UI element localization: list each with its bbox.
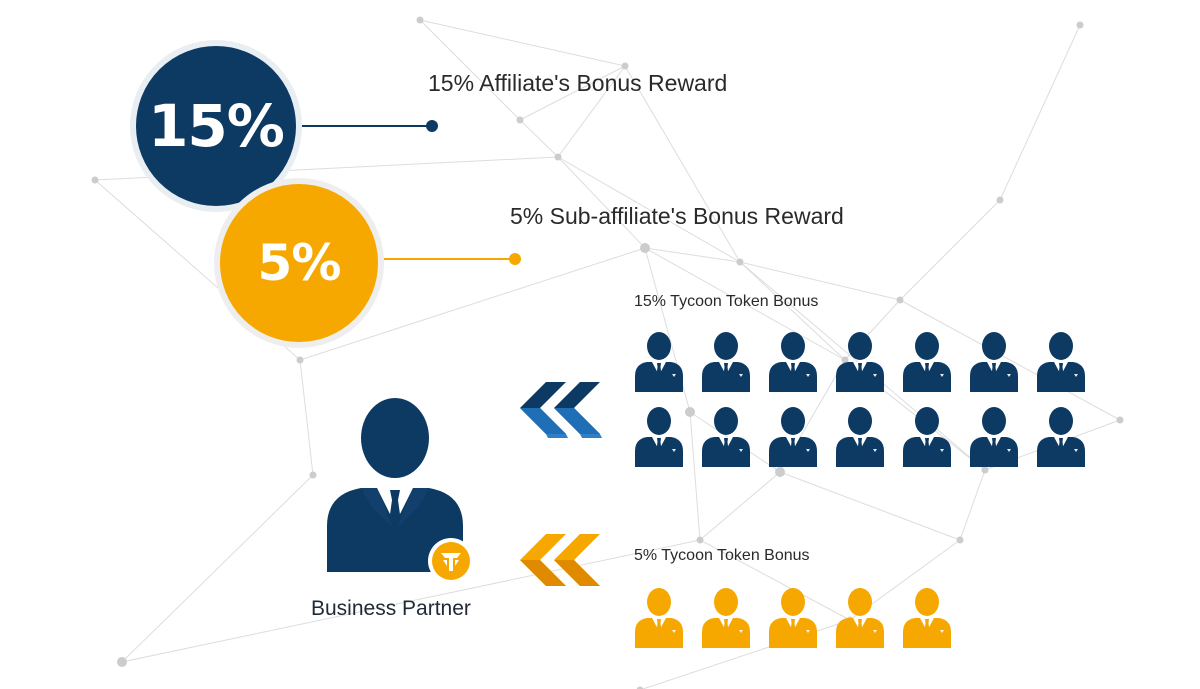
token-bonus-15-label: 15% Tycoon Token Bonus (634, 293, 819, 310)
network-node (636, 686, 644, 689)
network-line (121, 539, 701, 663)
network-line (121, 474, 314, 663)
person-icon (835, 330, 885, 397)
person-icon (701, 405, 751, 472)
person-icon (969, 405, 1019, 472)
network-line (699, 539, 851, 621)
network-line (419, 19, 626, 67)
sub-affiliate-percent-circle: 5% (214, 178, 384, 348)
network-node (841, 356, 849, 364)
network-node (621, 62, 629, 70)
network-line (557, 65, 626, 158)
network-node (640, 243, 650, 253)
affiliate-connector-dot (426, 120, 438, 132)
network-line (299, 247, 646, 361)
network-node (1076, 21, 1084, 29)
network-line (519, 65, 626, 121)
person-icon (969, 330, 1019, 397)
network-node (91, 176, 99, 184)
network-line (557, 156, 741, 263)
sub-affiliate-reward-label: 5% Sub-affiliate's Bonus Reward (510, 203, 844, 229)
network-node (516, 116, 524, 124)
person-icon (634, 330, 684, 397)
network-line (699, 471, 781, 541)
person-icon (768, 586, 818, 653)
network-line (959, 469, 986, 541)
person-icon (835, 586, 885, 653)
network-node (296, 356, 304, 364)
person-icon (701, 330, 751, 397)
person-icon (902, 405, 952, 472)
network-line (689, 411, 701, 541)
network-line (899, 199, 1001, 301)
person-icon (902, 586, 952, 653)
network-node (696, 536, 704, 544)
person-icon (701, 586, 751, 653)
network-node (775, 467, 785, 477)
sub-affiliate-connector-dot (509, 253, 521, 265)
sub-affiliate-percent: 5% (257, 234, 342, 292)
token-bonus-5-label: 5% Tycoon Token Bonus (634, 547, 810, 564)
network-node (996, 196, 1004, 204)
network-line (899, 299, 1121, 421)
double-chevron-left-icon-blue (520, 382, 602, 438)
person-icon (1036, 405, 1086, 472)
network-line (779, 471, 961, 541)
affiliate-reward-label: 15% Affiliate's Bonus Reward (428, 70, 728, 96)
partner-badge (428, 538, 474, 584)
person-icon (835, 405, 885, 472)
network-node (309, 471, 317, 479)
person-icon (634, 405, 684, 472)
network-line (299, 359, 314, 476)
network-line (624, 65, 741, 263)
affiliate-percent: 15% (148, 92, 285, 160)
person-icon (902, 330, 952, 397)
network-line (999, 24, 1081, 201)
network-node (1116, 416, 1124, 424)
network-node (416, 16, 424, 24)
person-icon (634, 586, 684, 653)
network-node (685, 407, 695, 417)
tycoon-logo-icon (432, 542, 470, 580)
business-partner-label: Business Partner (311, 597, 471, 620)
person-icon (768, 330, 818, 397)
network-line (419, 19, 521, 121)
network-line (644, 247, 741, 263)
person-icon (768, 405, 818, 472)
network-line (644, 247, 846, 361)
network-node (736, 258, 744, 266)
network-node (554, 153, 562, 161)
network-line (739, 261, 846, 361)
person-icon (1036, 330, 1086, 397)
double-chevron-left-icon-orange (520, 534, 600, 586)
network-line (557, 156, 646, 249)
network-node (896, 296, 904, 304)
network-node (981, 466, 989, 474)
network-line (519, 119, 559, 158)
network-node (117, 657, 127, 667)
network-node (956, 536, 964, 544)
network-line (739, 261, 901, 301)
